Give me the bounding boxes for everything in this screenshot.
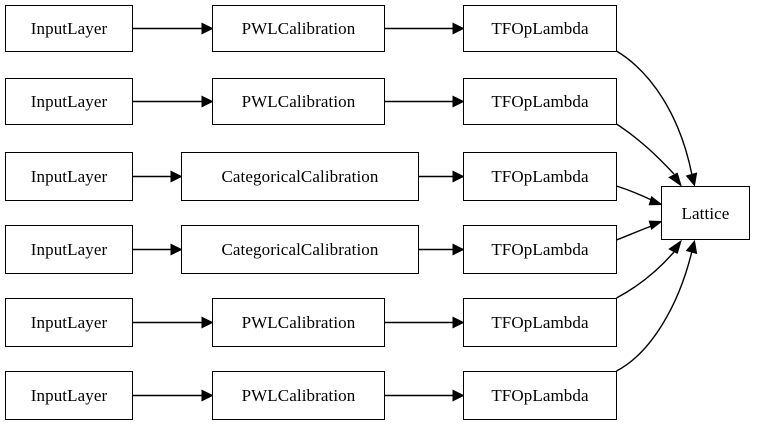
node-label: InputLayer: [30, 92, 108, 111]
node-tfoplambda-4[interactable]: TFOpLambda: [463, 225, 617, 274]
node-input-layer-2[interactable]: InputLayer: [5, 78, 133, 125]
node-input-layer-1[interactable]: InputLayer: [5, 5, 133, 52]
node-label: PWLCalibration: [241, 386, 356, 405]
node-input-layer-5[interactable]: InputLayer: [5, 298, 133, 347]
edge-calibration-to-op-2: [384, 95, 465, 108]
edge-calibration-to-op-4: [418, 243, 465, 256]
edge-input-to-calibration-2: [132, 95, 214, 108]
node-tfoplambda-5[interactable]: TFOpLambda: [463, 298, 617, 347]
node-label: InputLayer: [30, 167, 108, 186]
node-input-layer-3[interactable]: InputLayer: [5, 152, 133, 201]
node-label: PWLCalibration: [241, 313, 356, 332]
edge-op-to-lattice-3: [616, 185, 663, 206]
node-label: TFOpLambda: [491, 386, 589, 405]
edge-op-to-lattice-6: [616, 239, 698, 372]
node-label: Lattice: [681, 203, 730, 223]
node-pwl-calibration-5[interactable]: PWLCalibration: [212, 298, 385, 347]
node-label: PWLCalibration: [241, 92, 356, 111]
node-label: TFOpLambda: [491, 240, 589, 259]
node-label: PWLCalibration: [241, 19, 356, 38]
node-label: InputLayer: [30, 240, 108, 259]
node-pwl-calibration-2[interactable]: PWLCalibration: [212, 78, 385, 125]
node-label: CategoricalCalibration: [221, 240, 379, 259]
edge-input-to-calibration-4: [132, 243, 183, 256]
edge-op-to-lattice-1: [616, 50, 698, 187]
node-categorical-calibration-4[interactable]: CategoricalCalibration: [181, 225, 419, 274]
edge-op-to-lattice-5: [616, 239, 682, 299]
node-pwl-calibration-1[interactable]: PWLCalibration: [212, 5, 385, 52]
node-categorical-calibration-3[interactable]: CategoricalCalibration: [181, 152, 419, 201]
edge-input-to-calibration-3: [132, 170, 183, 183]
node-label: TFOpLambda: [491, 19, 589, 38]
node-lattice[interactable]: Lattice: [661, 186, 750, 240]
edge-input-to-calibration-5: [132, 316, 214, 329]
edge-calibration-to-op-3: [418, 170, 465, 183]
node-input-layer-6[interactable]: InputLayer: [5, 371, 133, 420]
node-label: TFOpLambda: [491, 313, 589, 332]
edge-op-to-lattice-2: [616, 123, 682, 187]
node-label: InputLayer: [30, 386, 108, 405]
node-label: InputLayer: [30, 19, 108, 38]
node-pwl-calibration-6[interactable]: PWLCalibration: [212, 371, 385, 420]
node-label: InputLayer: [30, 313, 108, 332]
node-tfoplambda-3[interactable]: TFOpLambda: [463, 152, 617, 201]
edge-op-to-lattice-4: [616, 220, 663, 241]
node-label: TFOpLambda: [491, 92, 589, 111]
edge-calibration-to-op-5: [384, 316, 465, 329]
node-label: CategoricalCalibration: [221, 167, 379, 186]
edge-input-to-calibration-6: [132, 389, 214, 402]
node-label: TFOpLambda: [491, 167, 589, 186]
node-tfoplambda-1[interactable]: TFOpLambda: [463, 5, 617, 52]
edge-calibration-to-op-6: [384, 389, 465, 402]
edge-input-to-calibration-1: [132, 22, 214, 35]
node-tfoplambda-6[interactable]: TFOpLambda: [463, 371, 617, 420]
node-tfoplambda-2[interactable]: TFOpLambda: [463, 78, 617, 125]
node-input-layer-4[interactable]: InputLayer: [5, 225, 133, 274]
edge-calibration-to-op-1: [384, 22, 465, 35]
